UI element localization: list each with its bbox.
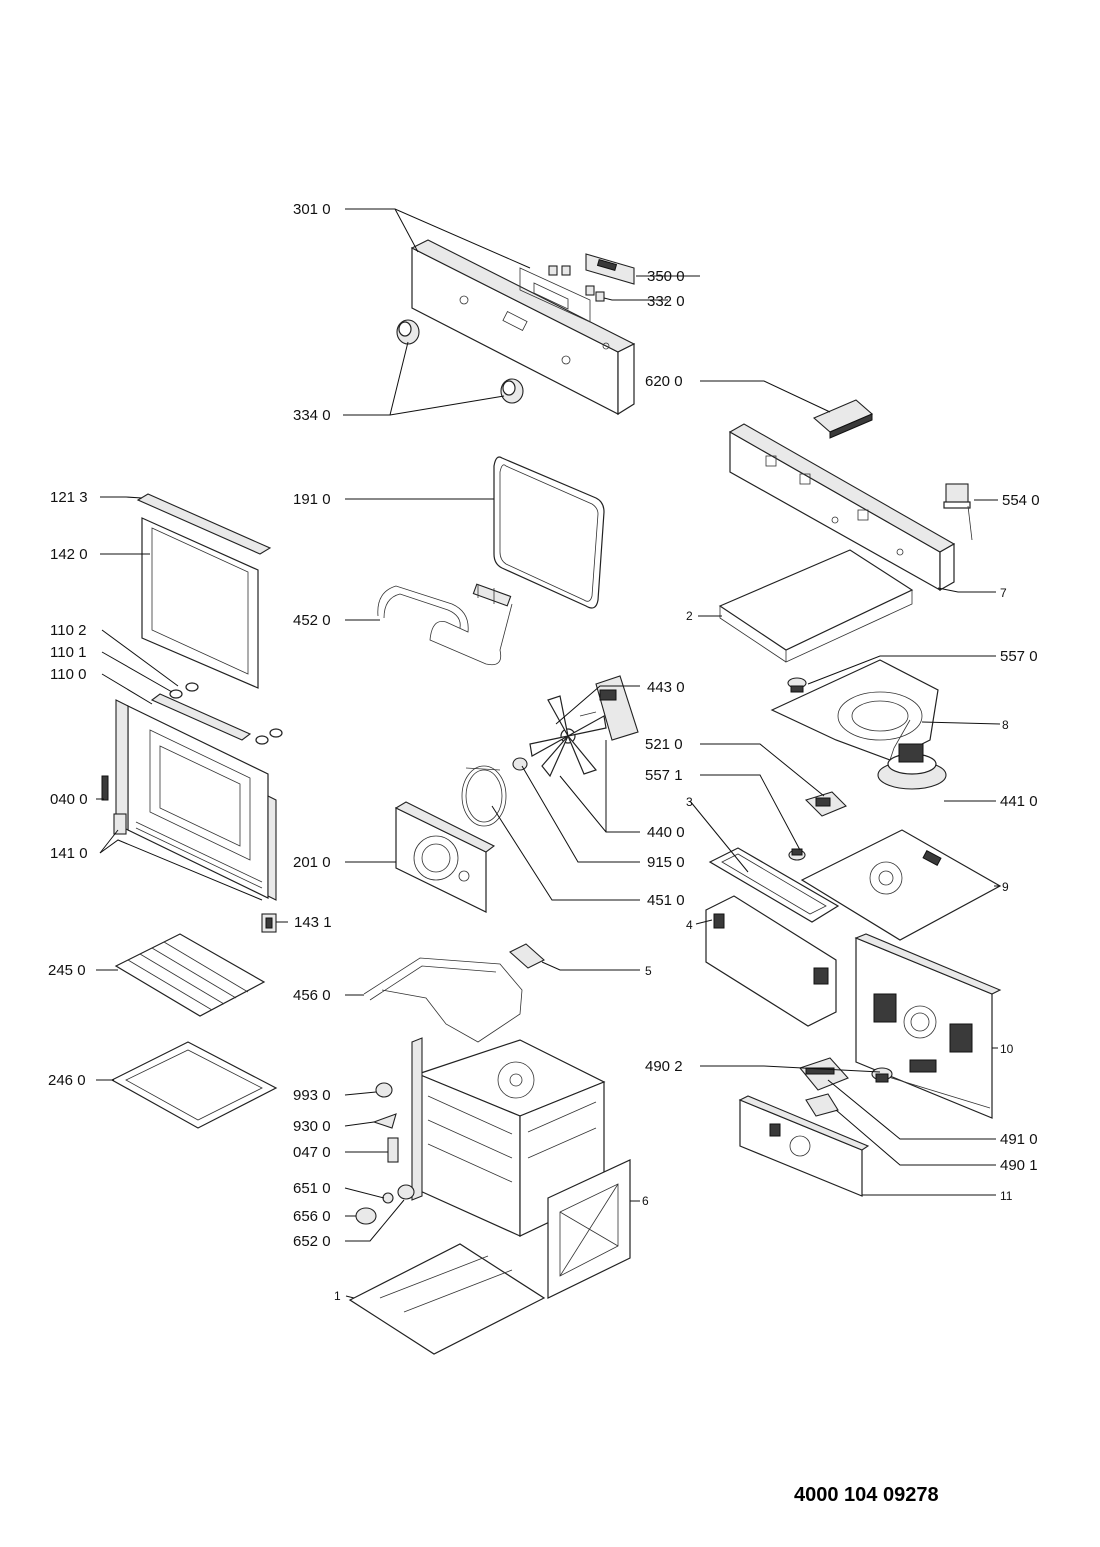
callout-4: 4	[686, 918, 693, 932]
callout-652-0: 652 0	[293, 1233, 331, 1250]
callout-9: 9	[1002, 880, 1009, 894]
baking-tray-part	[110, 1041, 278, 1129]
rear-bracket-part	[728, 423, 956, 592]
grill-element-part	[377, 583, 513, 666]
callout-491-0: 491 0	[1000, 1131, 1038, 1148]
terminal-block-part	[804, 791, 847, 817]
thermal-cutout-part	[787, 677, 807, 693]
callout-332-0: 332 0	[647, 293, 685, 310]
callout-6: 6	[642, 1194, 649, 1208]
callout-490-1: 490 1	[1000, 1157, 1038, 1174]
callout-040-0: 040 0	[50, 791, 88, 808]
outer-door-part	[115, 699, 269, 899]
switch-part	[805, 1093, 839, 1117]
fan-shroud-part	[770, 659, 939, 761]
lamp-holder-part	[871, 1067, 893, 1083]
terminal-strip-part	[799, 1057, 849, 1091]
callout-521-0: 521 0	[645, 736, 683, 753]
callout-443-0: 443 0	[647, 679, 685, 696]
hinge-receiver-part	[261, 913, 277, 933]
glass-spacers-part	[150, 682, 283, 745]
callout-930-0: 930 0	[293, 1118, 331, 1135]
callout-334-0: 334 0	[293, 407, 331, 424]
thermostat-cutout-part	[788, 848, 806, 861]
callout-8: 8	[1002, 718, 1009, 732]
rear-panel-part	[854, 933, 1002, 1119]
callout-452-0: 452 0	[293, 612, 331, 629]
door-hinge-part	[101, 775, 277, 901]
callout-451-0: 451 0	[647, 892, 685, 909]
door-seal-part	[493, 456, 605, 609]
callout-1: 1	[334, 1289, 341, 1303]
document-number: 4000 104 09278	[794, 1484, 939, 1506]
callout-11: 11	[1000, 1189, 1013, 1203]
leader-lines	[96, 208, 1001, 1299]
callout-557-1: 557 1	[645, 767, 683, 784]
callout-labels: 301 0 350 0 332 0 334 0 620 0 554 0 7 2 …	[48, 201, 1040, 1303]
clock-module-part	[585, 253, 635, 285]
callout-557-0: 557 0	[1000, 648, 1038, 665]
callout-350-0: 350 0	[647, 268, 685, 285]
callout-110-2: 110 2	[50, 622, 86, 639]
callout-143-1: 143 1	[294, 914, 332, 931]
callout-651-0: 651 0	[293, 1180, 331, 1197]
callout-10: 10	[1000, 1042, 1014, 1056]
control-knob-part	[396, 319, 524, 404]
callout-191-0: 191 0	[293, 491, 331, 508]
callout-141-0: 141 0	[50, 845, 88, 862]
callout-301-0: 301 0	[293, 201, 331, 218]
callout-2: 2	[686, 609, 693, 623]
small-fittings-part	[355, 1082, 415, 1225]
fan-blade-part	[529, 695, 607, 778]
fan-cover-part	[394, 801, 496, 913]
transformer-part	[943, 483, 973, 541]
callout-110-1: 110 1	[50, 644, 86, 661]
push-buttons-part	[548, 265, 605, 302]
inner-door-glass-part	[141, 517, 259, 689]
callout-915-0: 915 0	[647, 854, 685, 871]
circular-element-part	[461, 765, 507, 827]
door-top-trim-part	[136, 493, 272, 555]
bottom-plate-part	[348, 1243, 546, 1355]
callout-456-0: 456 0	[293, 987, 331, 1004]
relay-block-part	[812, 399, 874, 439]
callout-441-0: 441 0	[1000, 793, 1038, 810]
top-duct-part	[708, 847, 840, 923]
callout-490-2: 490 2	[645, 1058, 683, 1075]
oven-top-panel-part	[800, 829, 1002, 941]
callout-246-0: 246 0	[48, 1072, 86, 1089]
bottom-element-part	[363, 943, 545, 1043]
callout-656-0: 656 0	[293, 1208, 331, 1225]
front-frame-part	[547, 1159, 631, 1299]
fan-motor-rear-part	[579, 675, 639, 741]
callout-7: 7	[1000, 586, 1007, 600]
callout-142-0: 142 0	[50, 546, 88, 563]
fan-motor-part	[877, 743, 947, 790]
electronic-board-part	[738, 1095, 870, 1197]
callout-993-0: 993 0	[293, 1087, 331, 1104]
callout-121-3: 121 3	[50, 489, 88, 506]
insulation-plate-part	[718, 549, 914, 663]
control-panel-part	[410, 239, 636, 416]
wire-shelf-part	[114, 933, 266, 1017]
callout-3: 3	[686, 795, 693, 809]
fan-nut-part	[512, 757, 528, 771]
callout-245-0: 245 0	[48, 962, 86, 979]
callout-554-0: 554 0	[1002, 492, 1040, 509]
callout-620-0: 620 0	[645, 373, 683, 390]
callout-5: 5	[645, 964, 652, 978]
callout-201-0: 201 0	[293, 854, 331, 871]
callout-047-0: 047 0	[293, 1144, 331, 1161]
callout-440-0: 440 0	[647, 824, 685, 841]
side-duct-part	[705, 895, 837, 1027]
callout-110-0: 110 0	[50, 666, 86, 683]
